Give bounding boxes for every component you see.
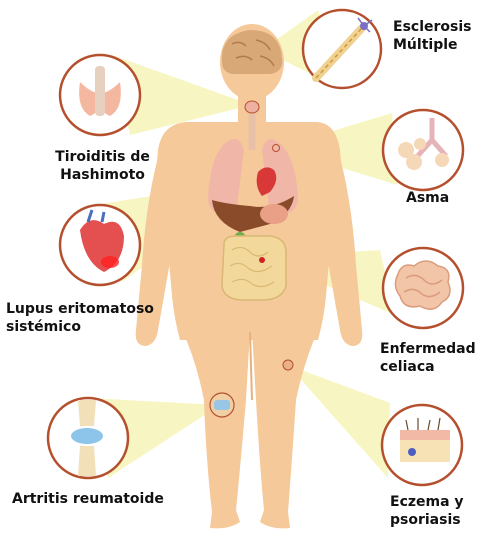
- beam-eczema: [288, 365, 390, 478]
- intestines: [222, 236, 286, 300]
- knee-marker: [210, 393, 234, 417]
- stomach: [260, 204, 288, 224]
- thyroid-marker: [245, 101, 259, 113]
- leg-gap: [250, 332, 252, 400]
- callout-asthma: [383, 110, 463, 190]
- label-eczema: Eczema y psoriasis: [390, 493, 464, 529]
- label-thyroid: Tiroiditis de Hashimoto: [40, 148, 165, 184]
- callout-eczema: [382, 405, 462, 485]
- callout-lupus: [60, 205, 140, 285]
- callout-thyroid: [60, 55, 140, 135]
- callout-ra: [48, 398, 128, 478]
- label-ra: Artritis reumatoide: [12, 490, 164, 508]
- celiac-marker: [259, 257, 265, 263]
- left-leg: [182, 330, 250, 528]
- intestine-icon: [395, 261, 450, 309]
- label-asthma: Asma: [406, 189, 449, 207]
- label-lupus: Lupus eritomatoso sistémico: [6, 300, 154, 336]
- right-leg: [252, 330, 318, 528]
- label-ms: Esclerosis Múltiple: [393, 18, 471, 54]
- torso: [147, 122, 351, 340]
- eczema-marker: [283, 360, 293, 370]
- callout-celiac: [383, 248, 463, 328]
- callout-ms: [303, 10, 381, 88]
- label-celiac: Enfermedad celiaca: [380, 340, 476, 376]
